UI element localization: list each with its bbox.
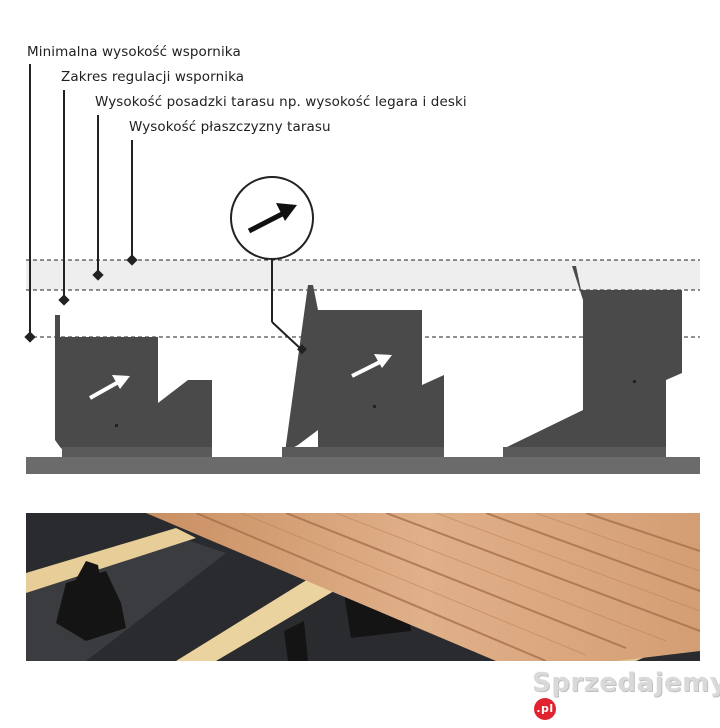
- magnifier-arrow-icon: [230, 176, 314, 355]
- support-high: [503, 266, 682, 457]
- joist: [26, 528, 196, 593]
- label-surface-height: Wysokość płaszczyzny tarasu: [129, 119, 331, 135]
- arrow-icon: [89, 375, 130, 400]
- support-low: [55, 315, 212, 457]
- adjustment-band: [26, 260, 700, 290]
- watermark-suffix: .pl: [534, 698, 556, 720]
- decking-photo: [26, 513, 700, 661]
- label-adjust-range: Zakres regulacji wspornika: [61, 69, 245, 85]
- watermark: Sprzedajemy.pl: [532, 668, 720, 728]
- support-mid: [282, 285, 444, 457]
- joist: [176, 568, 356, 661]
- leader-lines: [24, 64, 138, 343]
- label-min-height: Minimalna wysokość wspornika: [27, 44, 241, 60]
- label-seat-height: Wysokość posadzki tarasu np. wysokość le…: [95, 94, 467, 110]
- watermark-text: Sprzedajemy: [532, 668, 720, 698]
- arrow-icon: [351, 354, 392, 378]
- ground-strip: [26, 457, 700, 474]
